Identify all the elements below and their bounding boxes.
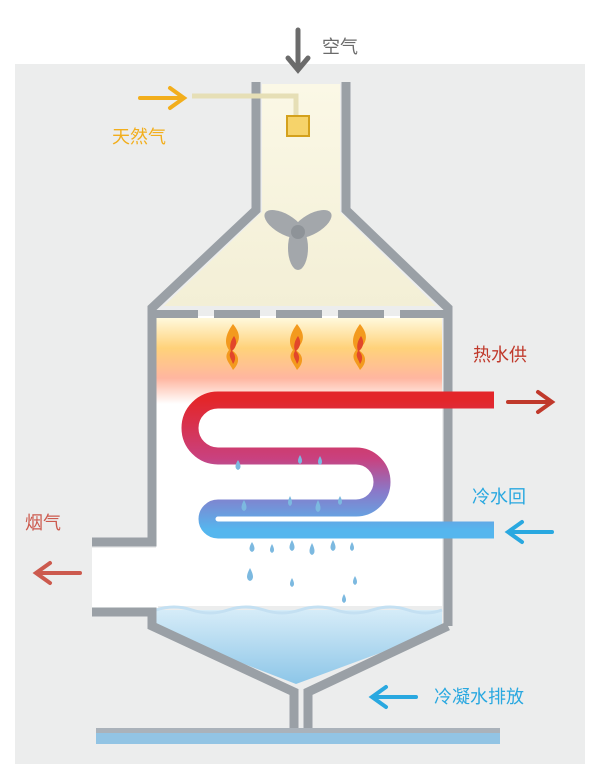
flue-outlet-interior (92, 548, 158, 610)
boiler-walls (92, 82, 453, 728)
water-drop-icon (315, 500, 321, 512)
cold-water-arrow (504, 520, 554, 544)
flue-gas-arrow (32, 561, 82, 585)
water-drop-icon (288, 496, 292, 506)
flame-icon (290, 324, 303, 370)
water-drop-icon (298, 455, 302, 464)
water-drop-icon (342, 594, 346, 603)
gas-supply-pipe (192, 93, 299, 116)
condensate-drops (235, 455, 357, 603)
hot-water-arrow (506, 390, 556, 414)
cold-water-return-label: 冷水回 (472, 487, 526, 508)
condensate-water (156, 610, 442, 684)
air-label: 空气 (322, 37, 358, 58)
water-drop-icon (290, 578, 294, 587)
mixing-chamber (164, 84, 436, 306)
water-surface (155, 605, 443, 615)
water-drop-icon (309, 543, 315, 555)
water-drop-icon (353, 576, 357, 585)
condensate-drain-label: 冷凝水排放 (434, 687, 524, 708)
flame-icon (353, 324, 366, 370)
water-drop-icon (338, 496, 342, 505)
water-drop-icon (270, 544, 274, 553)
gas-inlet-arrow (138, 86, 188, 110)
water-drop-icon (247, 568, 253, 581)
air-inlet-arrow (285, 27, 311, 74)
water-drop-icon (350, 542, 354, 551)
burner-flames (226, 324, 366, 370)
water-drop-icon (235, 460, 241, 470)
fan-icon (264, 210, 332, 270)
natural-gas-label: 天然气 (112, 127, 166, 148)
drain-pipe-rim (96, 728, 500, 733)
flue-gas-label: 烟气 (25, 513, 61, 534)
hot-water-supply-label: 热水供 (473, 345, 527, 366)
gas-nozzle (286, 115, 310, 137)
water-drop-icon (241, 500, 247, 511)
water-drop-icon (318, 456, 322, 465)
water-drop-icon (289, 540, 295, 551)
water-drop-icon (249, 542, 255, 552)
water-drop-icon (330, 540, 336, 551)
condensate-arrow (368, 685, 418, 709)
heat-exchanger-coil (181, 391, 494, 539)
flame-icon (226, 324, 239, 370)
